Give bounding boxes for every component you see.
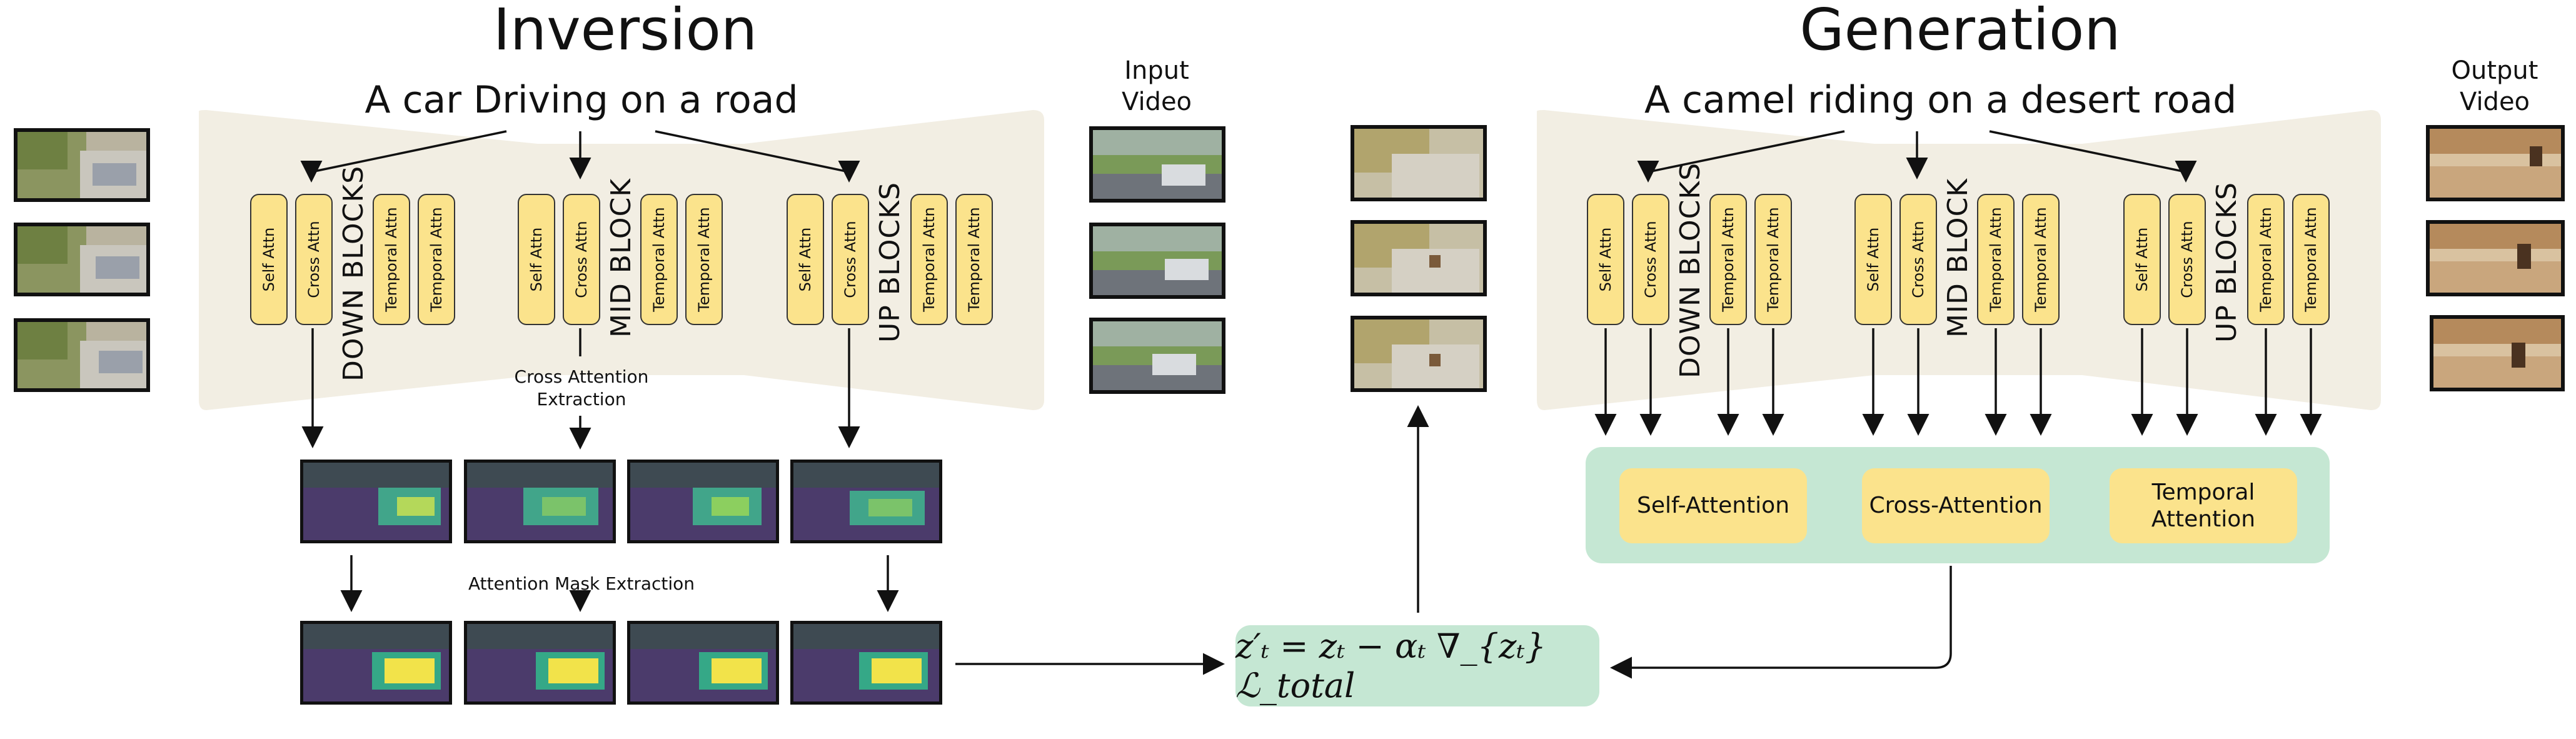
attn-box: Cross Attn bbox=[1899, 194, 1937, 325]
cross-attention-box: Cross-Attention bbox=[1862, 468, 2050, 543]
panel-to-formula-arrow bbox=[1610, 566, 1952, 679]
input-video-frame bbox=[1089, 223, 1225, 299]
generation-prompt: A camel riding on a desert road bbox=[1644, 78, 2237, 122]
prompt-arrow bbox=[655, 130, 860, 183]
output-video-frame bbox=[2426, 220, 2565, 296]
attn-box: Self Attn bbox=[787, 194, 824, 325]
generation-noisy-frame bbox=[1351, 316, 1487, 392]
input-video-frame bbox=[1089, 318, 1225, 394]
prompt-arrow bbox=[300, 130, 507, 183]
attn-box: Temporal Attn bbox=[2292, 194, 2330, 325]
inversion-prompt: A car Driving on a road bbox=[365, 78, 798, 122]
temporal-attention-box: Temporal Attention bbox=[2110, 468, 2297, 543]
generation-noisy-frame bbox=[1351, 125, 1487, 201]
attn-box: Cross Attn bbox=[2168, 194, 2206, 325]
output-video-frame bbox=[2430, 315, 2565, 391]
generation-noisy-frame bbox=[1351, 220, 1487, 296]
inversion-noisy-frame bbox=[14, 128, 150, 202]
attn-box: Self Attn bbox=[1854, 194, 1892, 325]
inversion-noisy-frame bbox=[14, 318, 150, 392]
input-video-label: Input Video bbox=[1121, 56, 1192, 116]
attn-box: Self Attn bbox=[1587, 194, 1624, 325]
prompt-arrow bbox=[1989, 130, 2197, 183]
cross-attention-extraction-label: Cross Attention Extraction bbox=[514, 366, 649, 410]
attn-box: Cross Attn bbox=[563, 194, 600, 325]
attn-box: Cross Attn bbox=[832, 194, 869, 325]
attention-mask bbox=[627, 621, 779, 705]
attention-mask bbox=[300, 621, 452, 705]
attn-box: Temporal Attn bbox=[418, 194, 455, 325]
attn-box: Cross Attn bbox=[1632, 194, 1669, 325]
inversion-noisy-frame bbox=[14, 223, 150, 296]
input-video-frame bbox=[1089, 126, 1225, 203]
attn-box: Temporal Attn bbox=[640, 194, 678, 325]
attn-box: Temporal Attn bbox=[1977, 194, 2015, 325]
attn-box: Self Attn bbox=[518, 194, 555, 325]
cross-attention-map bbox=[627, 460, 779, 543]
attn-box: Temporal Attn bbox=[1754, 194, 1792, 325]
attn-box: Temporal Attn bbox=[2247, 194, 2285, 325]
attention-mask bbox=[464, 621, 616, 705]
attn-box: Self Attn bbox=[2123, 194, 2161, 325]
latent-update-formula: z′ₜ = zₜ − αₜ ∇_{zₜ} ℒ_total bbox=[1235, 625, 1599, 706]
cross-attention-map bbox=[464, 460, 616, 543]
cross-attention-map bbox=[300, 460, 452, 543]
output-video-frame bbox=[2426, 125, 2565, 201]
output-video-label: Output Video bbox=[2451, 56, 2538, 116]
cross-attention-map bbox=[790, 460, 942, 543]
inversion-title: Inversion bbox=[493, 0, 758, 63]
attn-box: Temporal Attn bbox=[955, 194, 993, 325]
attention-mask bbox=[790, 621, 942, 705]
attn-box: Temporal Attn bbox=[685, 194, 723, 325]
generation-title: Generation bbox=[1799, 0, 2121, 63]
generation-unet-shape bbox=[1537, 110, 2381, 410]
attn-box: Temporal Attn bbox=[373, 194, 410, 325]
attn-box: Temporal Attn bbox=[910, 194, 948, 325]
formula-text: z′ₜ = zₜ − αₜ ∇_{zₜ} ℒ_total bbox=[1235, 626, 1547, 705]
attn-box: Temporal Attn bbox=[2022, 194, 2060, 325]
attention-injection-panel: Self-Attention Cross-Attention Temporal … bbox=[1586, 447, 2330, 563]
attn-box: Self Attn bbox=[250, 194, 288, 325]
inversion-unet-shape bbox=[199, 110, 1044, 410]
attn-box: Temporal Attn bbox=[1709, 194, 1747, 325]
prompt-arrow bbox=[1637, 130, 1845, 183]
attn-box: Cross Attn bbox=[295, 194, 333, 325]
self-attention-box: Self-Attention bbox=[1619, 468, 1807, 543]
